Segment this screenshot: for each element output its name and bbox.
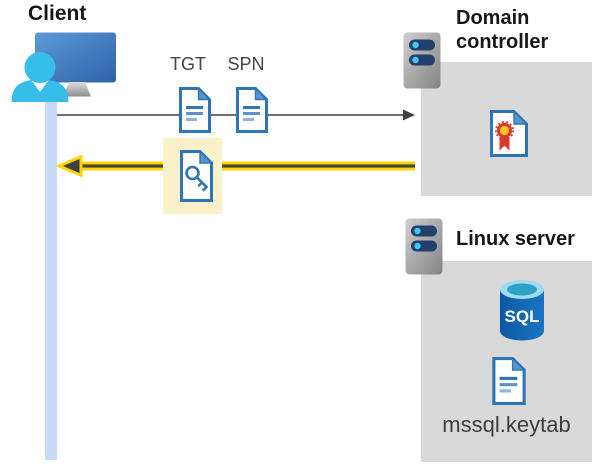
keytab-document-icon bbox=[492, 357, 526, 405]
sql-database-icon: SQL bbox=[500, 280, 544, 341]
key-ticket-icon bbox=[180, 150, 214, 202]
tgt-label: TGT bbox=[170, 54, 206, 74]
client-icon bbox=[11, 32, 116, 102]
client-timeline-rail bbox=[45, 94, 57, 460]
spn-label: SPN bbox=[227, 54, 265, 74]
tgt-document-icon bbox=[179, 87, 212, 133]
domain-controller-label: Domain controller bbox=[456, 7, 549, 53]
response-arrow bbox=[55, 155, 415, 177]
domain-controller-server-icon bbox=[403, 32, 441, 89]
request-arrow bbox=[57, 109, 415, 121]
client-label: Client bbox=[28, 2, 87, 25]
linux-server-icon bbox=[405, 218, 443, 275]
spn-document-icon bbox=[236, 87, 269, 133]
linux-server-label: Linux server bbox=[456, 228, 575, 250]
keytab-label: mssql.keytab bbox=[442, 412, 571, 437]
sql-badge-text: SQL bbox=[505, 307, 540, 326]
certificate-icon bbox=[490, 110, 529, 157]
